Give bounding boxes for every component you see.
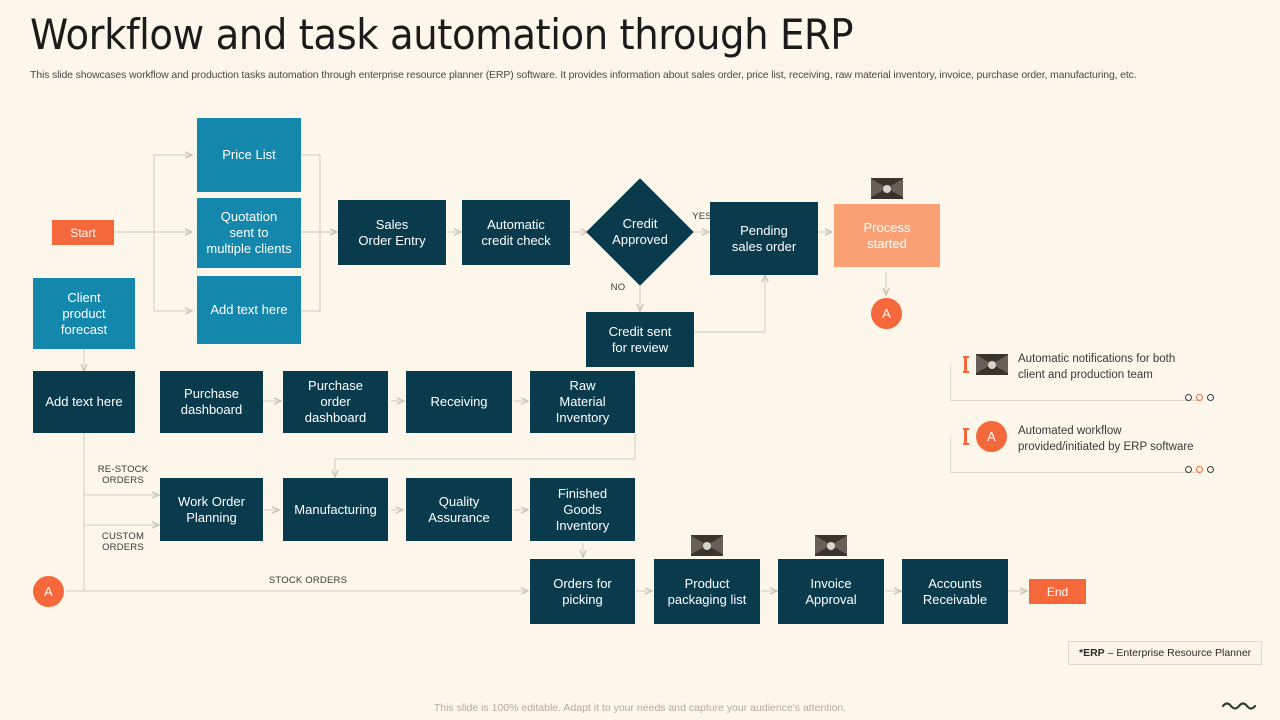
erp-footnote-abbr: *ERP xyxy=(1079,647,1105,659)
edge-label-yes: YES xyxy=(692,211,712,222)
wave-decoration-icon xyxy=(1222,702,1257,710)
envelope-flap-right xyxy=(831,535,847,555)
node-quality-assurance[interactable]: Quality Assurance xyxy=(406,478,512,541)
diamond-label: Credit Approved xyxy=(612,216,668,247)
node-accounts-receivable[interactable]: Accounts Receivable xyxy=(902,559,1008,624)
envelope-icon-legend xyxy=(976,354,1008,375)
envelope-flap-right xyxy=(992,354,1008,374)
envelope-seal xyxy=(988,360,996,369)
envelope-flap-right xyxy=(707,535,723,555)
node-work-order-planning[interactable]: Work Order Planning xyxy=(160,478,263,541)
legend-dot-3 xyxy=(1207,466,1214,473)
slide-footer-note: This slide is 100% editable. Adapt it to… xyxy=(433,702,847,714)
node-manufacturing[interactable]: Manufacturing xyxy=(283,478,388,541)
legend-dot-1 xyxy=(1185,466,1192,473)
legend-tick xyxy=(962,428,969,445)
envelope-icon xyxy=(871,178,903,199)
node-purchase-dashboard[interactable]: Purchase dashboard xyxy=(160,371,263,433)
envelope-seal xyxy=(703,541,711,550)
node-start[interactable]: Start xyxy=(52,220,114,245)
legend-tick xyxy=(962,356,969,373)
connector-a-top[interactable]: A xyxy=(871,298,902,329)
legend-item-automated-workflow: A Automated workflow provided/initiated … xyxy=(950,421,1270,477)
page-subtitle: This slide showcases workflow and produc… xyxy=(30,69,1137,81)
node-add-text-here-left[interactable]: Add text here xyxy=(33,371,135,433)
node-client-product-forecast[interactable]: Client product forecast xyxy=(33,278,135,349)
page-title: Workflow and task automation through ERP xyxy=(30,10,854,59)
node-finished-goods-inventory[interactable]: Finished Goods Inventory xyxy=(530,478,635,541)
node-quotation-sent-to-multiple-clients[interactable]: Quotation sent to multiple clients xyxy=(197,198,301,268)
legend-dot-3 xyxy=(1207,394,1214,401)
edge-label-restock-orders: RE-STOCK ORDERS xyxy=(97,464,149,486)
node-end[interactable]: End xyxy=(1029,579,1086,604)
legend-dots xyxy=(1185,394,1214,401)
legend-label-notifications: Automatic notifications for both client … xyxy=(1018,353,1176,381)
envelope-icon-packaging xyxy=(691,535,723,556)
erp-footnote-text: – Enterprise Resource Planner xyxy=(1104,647,1252,659)
legend-label-automated-workflow: Automated workflow provided/initiated by… xyxy=(1018,425,1194,453)
legend-dot-1 xyxy=(1185,394,1192,401)
erp-footnote: *ERP – Enterprise Resource Planner xyxy=(1068,641,1263,665)
legend-dot-2 xyxy=(1196,466,1203,473)
node-raw-material-inventory[interactable]: Raw Material Inventory xyxy=(530,371,635,433)
node-add-text-here-top[interactable]: Add text here xyxy=(197,276,301,344)
edge-label-stock-orders: STOCK ORDERS xyxy=(268,575,348,586)
legend-dot-2 xyxy=(1196,394,1203,401)
node-invoice-approval[interactable]: Invoice Approval xyxy=(778,559,884,624)
envelope-flap-left xyxy=(691,535,707,555)
envelope-icon-invoice xyxy=(815,535,847,556)
envelope-flap-right xyxy=(887,178,903,198)
edge-label-custom-orders: CUSTOM ORDERS xyxy=(101,531,145,553)
envelope-flap-left xyxy=(815,535,831,555)
legend-dots xyxy=(1185,466,1214,473)
node-process-started[interactable]: Process started xyxy=(834,204,940,267)
circle-a-icon-legend: A xyxy=(976,421,1007,452)
node-credit-approved[interactable]: Credit Approved xyxy=(586,178,694,286)
node-credit-sent-for-review[interactable]: Credit sent for review xyxy=(586,312,694,367)
node-purchase-order-dashboard[interactable]: Purchase order dashboard xyxy=(283,371,388,433)
node-automatic-credit-check[interactable]: Automatic credit check xyxy=(462,200,570,265)
envelope-seal xyxy=(883,184,891,193)
legend-rule xyxy=(950,436,1201,473)
node-sales-order-entry[interactable]: Sales Order Entry xyxy=(338,200,446,265)
connector-a-bottom[interactable]: A xyxy=(33,576,64,607)
envelope-flap-left xyxy=(871,178,887,198)
legend-item-notifications: Automatic notifications for both client … xyxy=(950,350,1270,405)
envelope-flap-left xyxy=(976,354,992,374)
node-product-packaging-list[interactable]: Product packaging list xyxy=(654,559,760,624)
node-receiving[interactable]: Receiving xyxy=(406,371,512,433)
node-price-list[interactable]: Price List xyxy=(197,118,301,192)
envelope-seal xyxy=(827,541,835,550)
node-pending-sales-order[interactable]: Pending sales order xyxy=(710,202,818,275)
node-orders-for-picking[interactable]: Orders for picking xyxy=(530,559,635,624)
edge-label-no: NO xyxy=(610,282,626,293)
legend-rule xyxy=(950,364,1201,401)
